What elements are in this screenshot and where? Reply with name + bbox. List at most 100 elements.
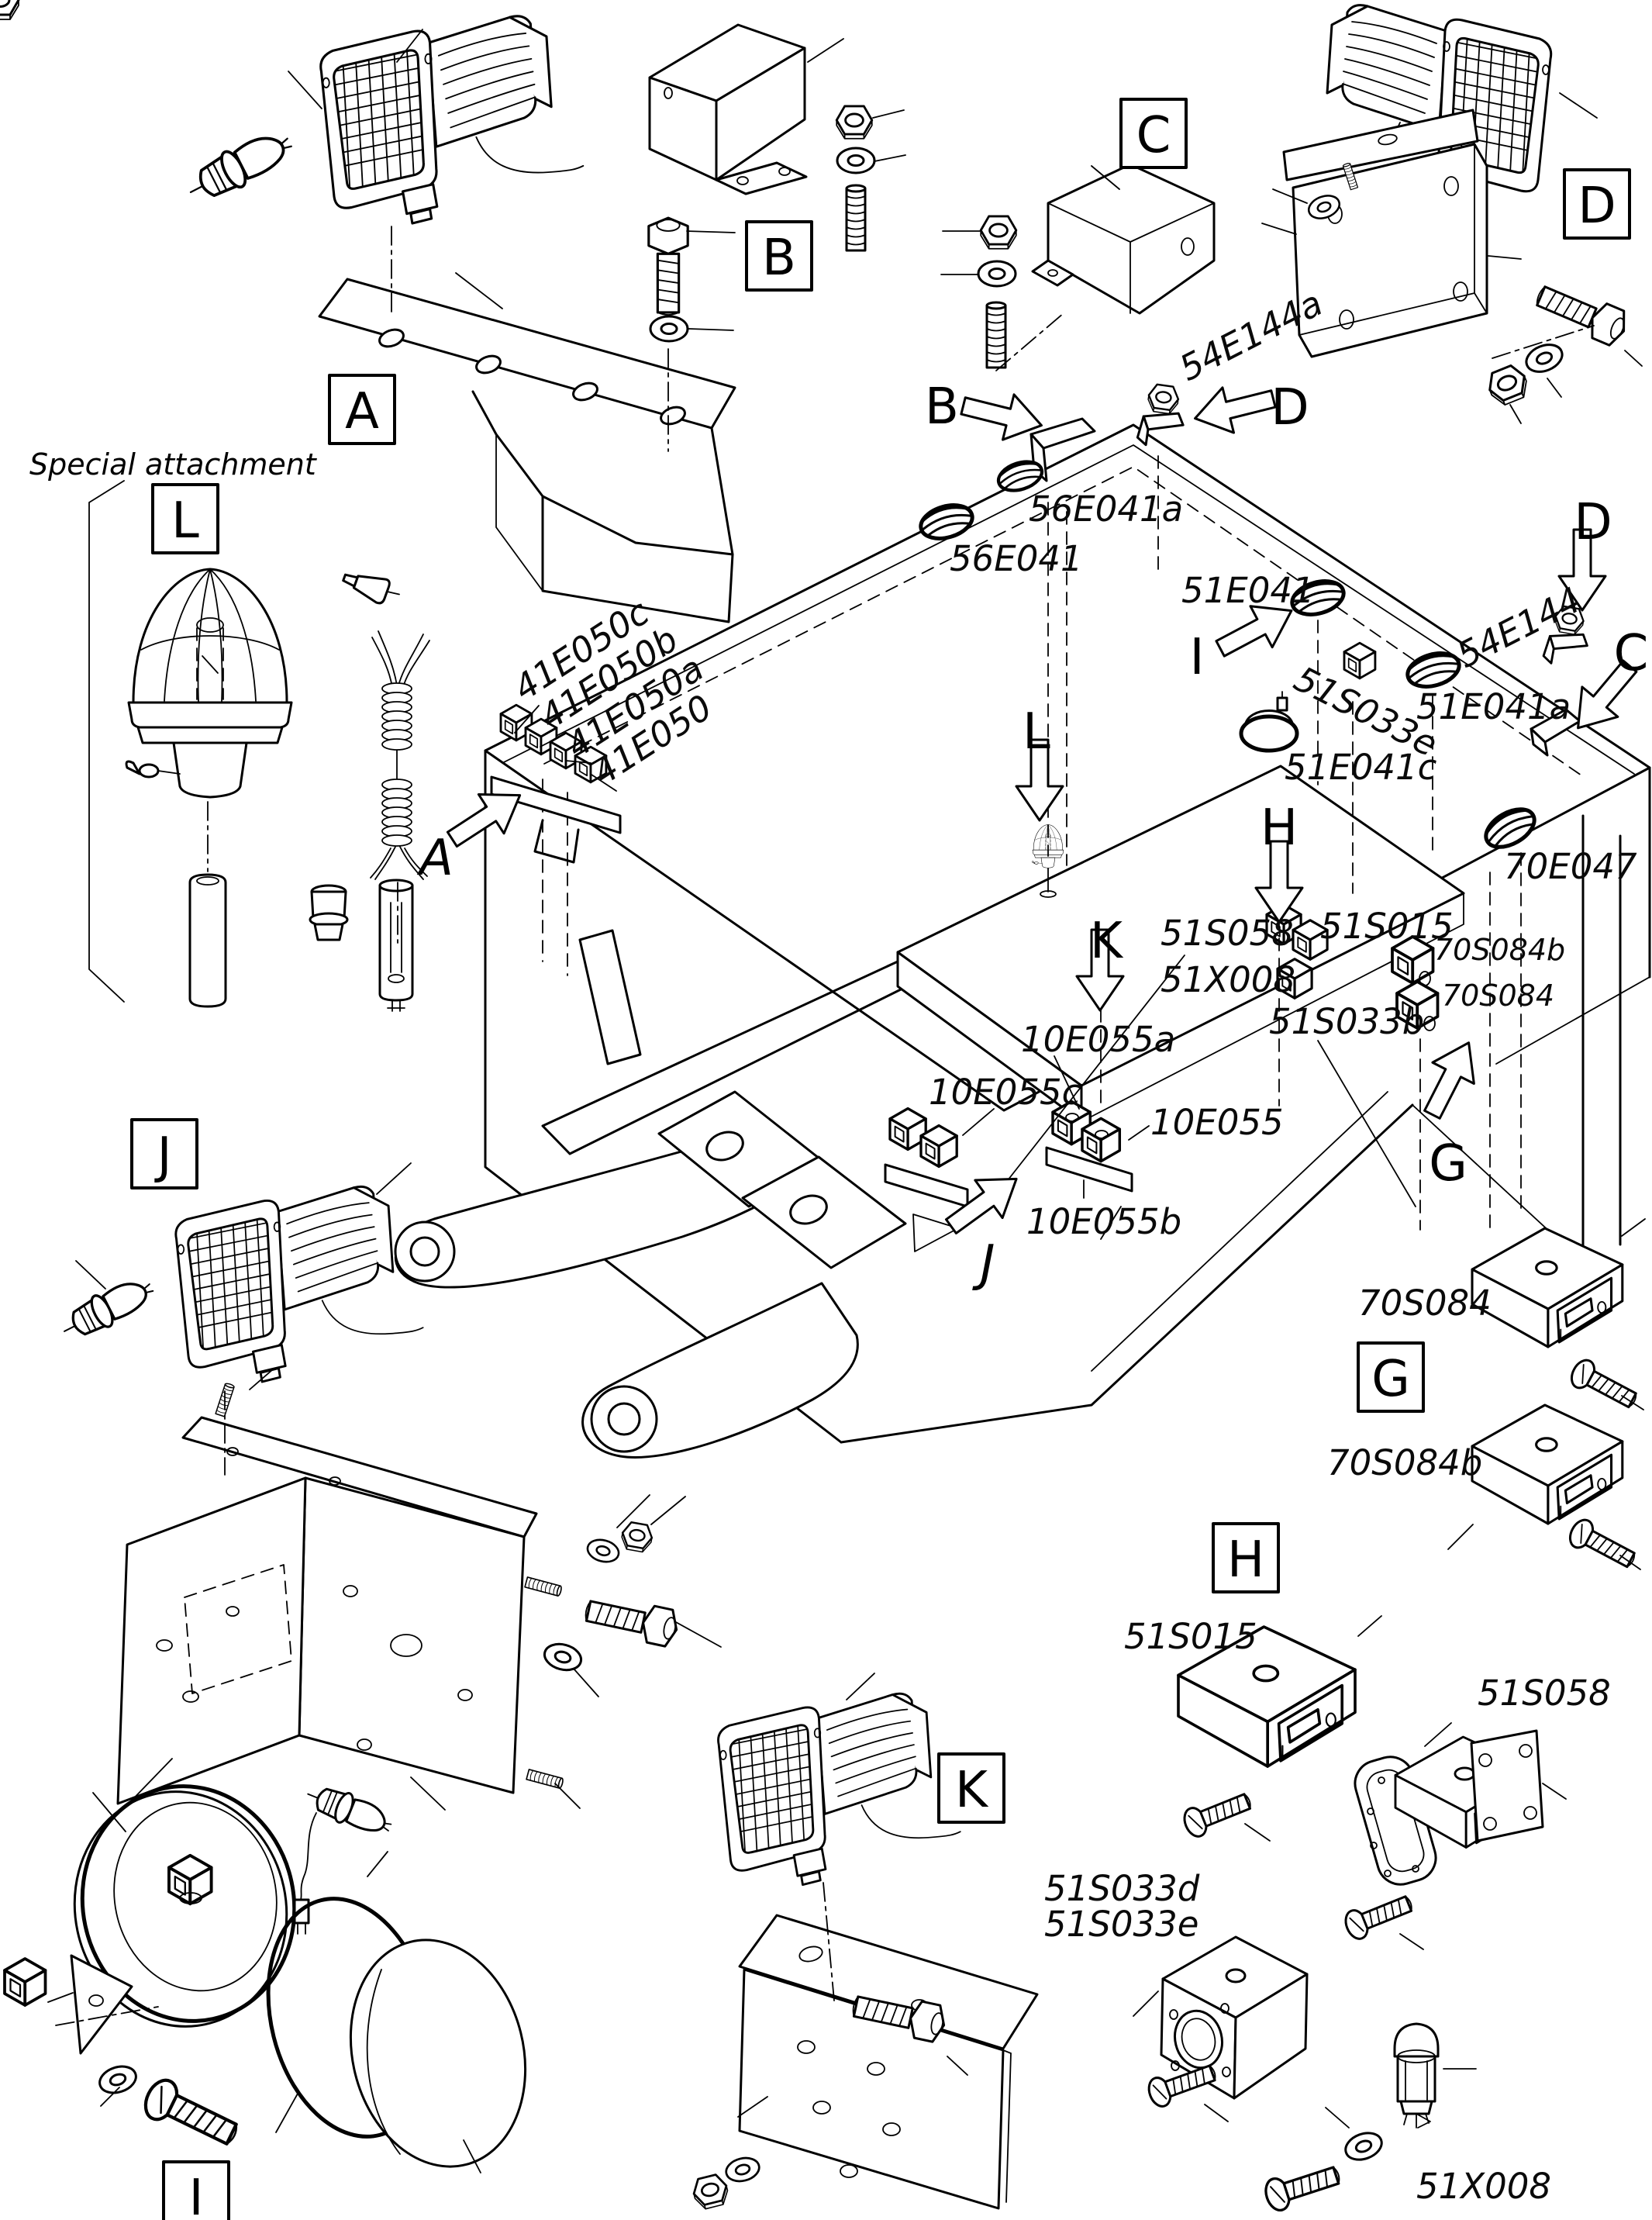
beacon-pole-l [188,873,227,1008]
part-label-51S033d: 51S033d [1044,1868,1200,1909]
horn-bulb-wire [293,1777,398,1935]
mounting-bracket-k [738,1914,1039,2210]
part-label-51X008: 51X008 [1416,2166,1551,2207]
cube-nut-horn [3,1957,47,2007]
screw-51X008 [1261,2157,1345,2215]
washer-i [95,2060,141,2099]
screw-70S084 [1566,1355,1643,1416]
hardware-c [835,105,1018,369]
letter-A: A [416,830,454,887]
halogen-bulb-a [180,122,299,210]
arrow-d-top [1188,375,1281,443]
svg-text:L: L [171,492,199,550]
letter-box-B: B [745,220,813,292]
connector-set-10E055a [1045,1100,1133,1199]
horn-cover [349,1939,527,2168]
part-label-51S058: 51S058 [1161,913,1294,954]
letter-K: K [1090,913,1124,970]
part-label-70S084: 70S084 [1442,979,1554,1013]
work-lamp-a [180,16,583,223]
letter-J: J [972,1235,995,1293]
screw-51S058 [1340,1887,1418,1943]
letter-box-D: D [1563,168,1631,240]
wire-harness-l [370,630,430,880]
mounting-bracket-j [116,1382,538,1805]
flasher-51X008 [1393,2022,1440,2129]
part-label-70E047: 70E047 [1504,846,1637,887]
part-label-51E041a: 51E041a [1416,686,1571,727]
lamp-51E041c [1239,691,1299,753]
nut-d-small [0,0,20,21]
part-label-51S033b: 51S033b [1269,1001,1424,1042]
hardware-j [524,1520,682,1790]
part-labels: 41E050c41E050b41E050a41E05054E144a56E041… [506,282,1637,2207]
special-attachment-brace [88,480,125,1003]
letter-H: H [1261,799,1298,857]
chassis-frame [394,423,1651,1459]
svg-text:D: D [1578,178,1616,235]
work-lamp-j [54,1186,423,1382]
cover-c [1031,163,1216,315]
letter-D: D [1271,379,1309,437]
hex-bolt-b [647,216,689,343]
beacon-bulb-l [378,879,414,1012]
svg-text:C: C [1136,107,1171,164]
control-unit-b [648,23,808,195]
part-label-51E041c: 51E041c [1285,747,1437,788]
screw-51S015 [1179,1785,1257,1841]
svg-text:J: J [154,1127,172,1185]
letter-C: C [1614,625,1649,682]
socket-bolt-i [140,2075,243,2154]
relay-51S058 [1340,1729,1544,1943]
letter-box-C: C [1119,98,1188,169]
special-attachment-note: Special attachment [29,447,318,482]
screw-70S084b [1564,1514,1641,1576]
svg-text:B: B [762,230,796,287]
svg-text:H: H [1227,1531,1264,1589]
svg-text:K: K [955,1762,989,1819]
part-label-56E041a: 56E041a [1029,489,1183,530]
horn-i [3,1777,527,2168]
part-label-70S084b: 70S084b [1327,1442,1482,1483]
mounting-bracket-d [0,0,1488,358]
connector-block-41E050 [490,703,622,864]
washer-d [1521,338,1568,378]
letter-boxes: A B C D L J G H K I [130,98,1631,2220]
part-label-70S084b: 70S084b [1434,933,1565,967]
switch-51S033e [1343,641,1377,680]
leader-lines [47,29,1646,2173]
svg-text:A: A [345,383,379,440]
spade-terminal-l [342,573,400,605]
letter-box-A: A [328,374,396,445]
letter-box-J: J [130,1118,198,1189]
hex-bolt-d [1483,276,1633,409]
beacon-icon-small [1032,824,1064,898]
part-label-10E055: 10E055 [1150,1102,1284,1143]
nut-d [1483,361,1533,409]
washer-51X008 [1340,2127,1387,2166]
part-label-51E041: 51E041 [1181,570,1315,611]
letter-L: L [1023,703,1050,761]
part-label-51S015: 51S015 [1320,906,1454,947]
relay-51S015 [1177,1625,1357,1841]
letter-I: I [1190,629,1205,686]
letter-G: G [1429,1135,1467,1193]
letter-box-I: I [162,2160,230,2220]
part-label-10E055c: 10E055c [929,1072,1081,1113]
relay-70S084 [1471,1227,1643,1416]
beacon-l [125,568,430,1012]
letter-box-H: H [1212,1522,1280,1593]
bracket-54E144a [1136,383,1188,450]
work-lamp-k [719,1693,961,1884]
svg-text:G: G [1371,1351,1410,1408]
mounting-bracket-a [318,278,736,623]
lamp-bracket-56E041a [995,417,1096,495]
part-label-70S084: 70S084 [1358,1283,1492,1324]
bulb-holder-l [309,884,349,941]
relay-70S084b [1471,1403,1641,1576]
letter-box-K: K [937,1752,1005,1824]
arrow-g [1410,1031,1491,1127]
part-label-51X008: 51X008 [1161,959,1295,1000]
